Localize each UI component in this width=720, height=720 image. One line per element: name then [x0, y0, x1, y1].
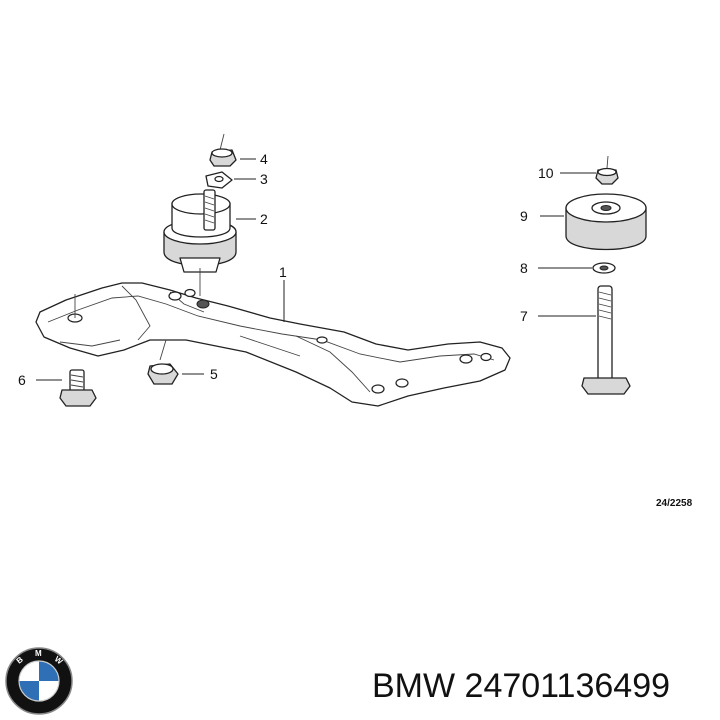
transmission-mount-part-2: [163, 189, 237, 296]
callout-4: 4: [260, 151, 268, 167]
callout-3: 3: [260, 171, 268, 187]
bmw-logo-icon: B M W: [5, 647, 73, 715]
callout-5: 5: [210, 366, 218, 382]
part-number-caption: BMW 24701136499: [372, 667, 671, 705]
callout-7: 7: [520, 308, 528, 324]
callout-2: 2: [260, 211, 268, 227]
svg-text:M: M: [35, 649, 42, 658]
bolt-part-6: [59, 369, 97, 407]
leader-lines: [36, 158, 596, 381]
callout-8: 8: [520, 260, 528, 276]
svg-text:W: W: [53, 654, 65, 666]
callout-labels: 4 3 2 1 5 6 7 8 9 10 24/2258: [18, 151, 693, 509]
washer-part-8: [592, 262, 616, 274]
nut-part-5: [147, 363, 179, 385]
callout-6: 6: [18, 372, 26, 388]
rubber-mount-part-9: [565, 193, 647, 251]
callout-1: 1: [279, 264, 287, 280]
nut-part-4: [209, 133, 237, 167]
long-bolt-part-7: [581, 285, 631, 395]
callout-10: 10: [538, 165, 554, 181]
crossmember-part-1: [35, 282, 511, 407]
callout-9: 9: [520, 208, 528, 224]
washer-part-3: [205, 171, 233, 189]
diagram-reference-code: 24/2258: [656, 498, 693, 509]
svg-text:B: B: [15, 655, 25, 666]
nut-part-10: [595, 155, 619, 185]
